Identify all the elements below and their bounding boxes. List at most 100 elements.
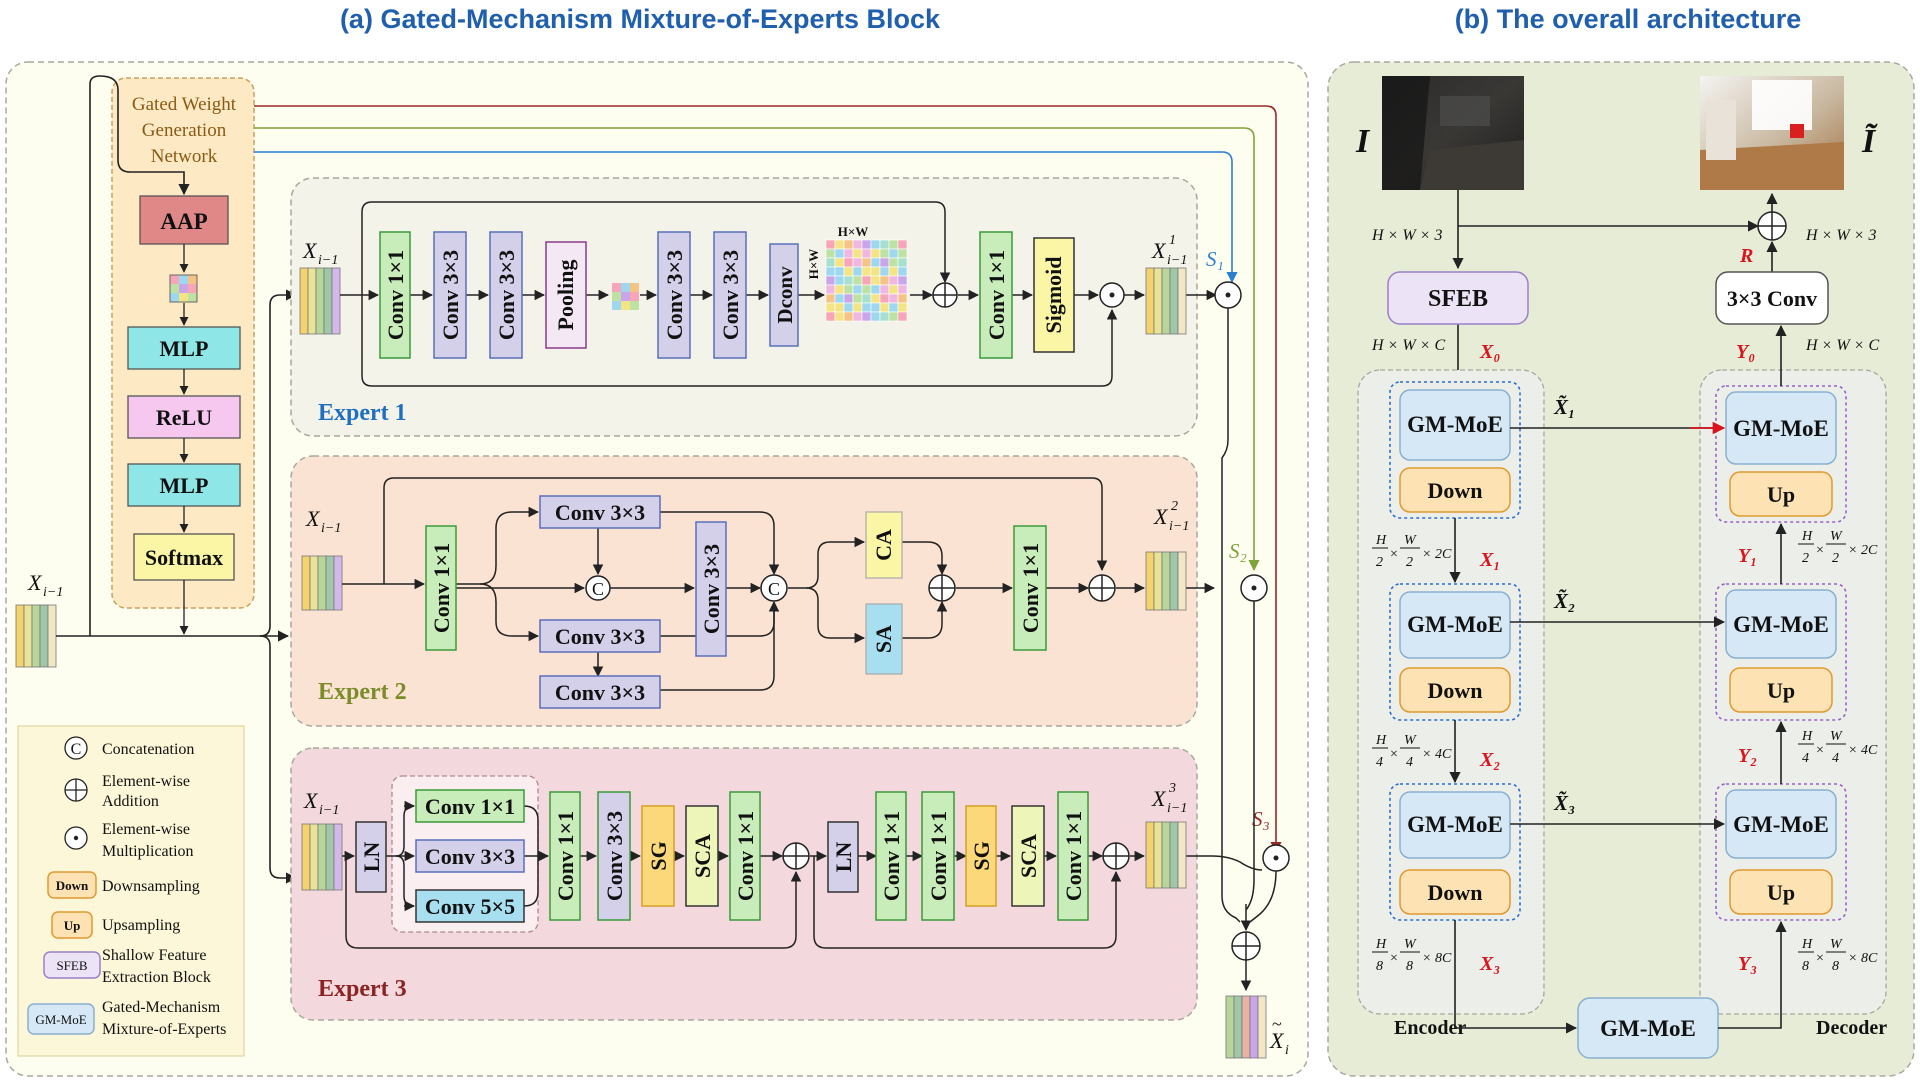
attention-map-cell xyxy=(852,257,863,268)
svg-text:8: 8 xyxy=(1406,959,1413,974)
expert3-flow-lines xyxy=(342,800,1263,949)
expert2-conv1x1-b-label: Conv 1×1 xyxy=(1018,543,1043,633)
expert2-x-label: X xyxy=(305,506,321,531)
expert3-out-x-subscript: i−1 xyxy=(1167,801,1187,816)
dec1-up-label: Up xyxy=(1767,482,1795,507)
s2-multiply-icon xyxy=(1240,574,1268,602)
attention-map-cell xyxy=(888,293,899,304)
enc2-gm-label: GM-MoE xyxy=(1407,612,1503,637)
s3-label: S₃ xyxy=(1252,807,1270,831)
dim-8c-dec-text: × 8C xyxy=(1848,951,1878,966)
softmax-block xyxy=(133,533,235,581)
legend-concat-icon: C xyxy=(64,736,88,760)
enhanced-output-image xyxy=(1700,76,1844,190)
expert1-x-subscript: i−1 xyxy=(318,253,338,268)
dec3-gm-label: GM-MoE xyxy=(1733,812,1829,837)
softmax-label: Softmax xyxy=(145,545,223,570)
dec1-gm-label: GM-MoE xyxy=(1733,416,1829,441)
attention-map-cell xyxy=(879,284,890,295)
dim-encoder-8c: H 8 × W 8 × 8C xyxy=(1372,937,1452,974)
svg-text:×: × xyxy=(1390,951,1398,966)
expert2-conv1x1-a xyxy=(425,525,457,651)
expert3-x-label: X xyxy=(303,788,319,813)
attention-map-cell xyxy=(879,239,890,250)
s1-label: S₁ xyxy=(1206,247,1224,271)
dim-decoder-2c: H 2 × W 2 × 2C xyxy=(1798,529,1878,566)
attention-map-cell xyxy=(888,275,899,286)
expert3-conv1x1-ms xyxy=(415,789,525,823)
attention-map-cell xyxy=(888,311,899,322)
expert3-conv3x3-a xyxy=(597,791,631,921)
enc2-down-label: Down xyxy=(1427,678,1482,703)
enc3-down-label: Down xyxy=(1427,880,1482,905)
attention-map-cell xyxy=(861,293,872,304)
attention-map-cell xyxy=(834,257,845,268)
expert3-conv1x1-c xyxy=(875,791,907,921)
expert2-flow-lines xyxy=(342,477,1216,691)
expert2-conv1x1-b xyxy=(1013,525,1047,651)
expert1-conv3x3-c-label: Conv 3×3 xyxy=(662,250,687,340)
expert3-sca-b-label: SCA xyxy=(1016,834,1041,878)
attention-map-cell xyxy=(897,302,908,313)
expert1-conv1x1-a-label: Conv 1×1 xyxy=(383,250,408,340)
svg-text:4: 4 xyxy=(1406,755,1413,770)
r-label: R xyxy=(1739,245,1753,267)
attention-map-cell xyxy=(825,311,836,322)
attention-map-cell xyxy=(852,275,863,286)
attention-map-cell xyxy=(843,293,854,304)
dim-encoder-2c: H 2 × W 2 × 2C xyxy=(1372,533,1452,570)
expert2-x-subscript: i−1 xyxy=(321,521,341,536)
attention-map-cell xyxy=(870,302,881,313)
attention-map-cell xyxy=(843,266,854,277)
attention-map-cell xyxy=(825,284,836,295)
expert3-conv1x1-ms-label: Conv 1×1 xyxy=(425,794,515,819)
legend-multiply-icon xyxy=(64,826,88,850)
svg-text:2: 2 xyxy=(1406,555,1413,570)
attention-map-cell xyxy=(843,275,854,286)
legend: C Concatenation Element-wise Addition El… xyxy=(17,725,245,1057)
attention-map-cell xyxy=(888,239,899,250)
expert2-out-x-label: X xyxy=(1153,504,1169,529)
encoder-label: Encoder xyxy=(1394,1017,1466,1039)
gate-title-line1: Gated Weight xyxy=(132,94,237,115)
attention-map-cell xyxy=(825,239,836,250)
output-x-label: X xyxy=(1269,1028,1285,1053)
s2-label: S₂ xyxy=(1229,539,1247,563)
title-left: (a) Gated-Mechanism Mixture-of-Experts B… xyxy=(340,4,941,34)
input-routing-lines xyxy=(56,75,298,884)
expert1-hw-side: H×W xyxy=(806,249,821,280)
attention-map-cell xyxy=(834,239,845,250)
attention-map-cell xyxy=(834,311,845,322)
attention-map-cell xyxy=(852,248,863,259)
relu-label: ReLU xyxy=(156,405,212,430)
s1-multiply-icon xyxy=(1214,281,1242,309)
expert1-flow-lines xyxy=(340,201,1218,387)
expert2-output-stack xyxy=(1145,551,1187,611)
svg-text:×: × xyxy=(1816,743,1824,758)
output-image-label: Ĩ xyxy=(1861,123,1878,160)
dim-4c-dec-text: × 4C xyxy=(1848,743,1878,758)
attention-map-cell xyxy=(852,266,863,277)
expert2-out-x-superscript: 2 xyxy=(1171,499,1178,514)
attention-map-cell xyxy=(861,239,872,250)
xt1-label: X̃₁ xyxy=(1553,395,1575,419)
expert1-output-stack xyxy=(1145,267,1187,335)
attention-map-cell xyxy=(870,293,881,304)
attention-map-cell xyxy=(861,266,872,277)
attention-map-cell xyxy=(897,284,908,295)
svg-text:×: × xyxy=(1816,951,1824,966)
attention-map-cell xyxy=(843,257,854,268)
svg-text:W: W xyxy=(1830,729,1843,744)
svg-text:W: W xyxy=(1830,529,1843,544)
final-add-icon xyxy=(1231,931,1261,961)
legend-label-3: Downsampling xyxy=(102,878,200,895)
dim-c-left: H × W × C xyxy=(1371,337,1445,354)
expert1-sigmoid-label: Sigmoid xyxy=(1041,256,1066,333)
expert1-out-x-label: X xyxy=(1151,238,1167,263)
svg-text:H: H xyxy=(1375,937,1387,952)
expert1-conv3x3-d-label: Conv 3×3 xyxy=(718,250,743,340)
relu-block xyxy=(127,395,241,439)
legend-label-6a: Gated-Mechanism xyxy=(102,999,221,1016)
output-x-tilde: ~ xyxy=(1272,1014,1282,1034)
expert3-conv3x3-ms xyxy=(415,839,525,873)
